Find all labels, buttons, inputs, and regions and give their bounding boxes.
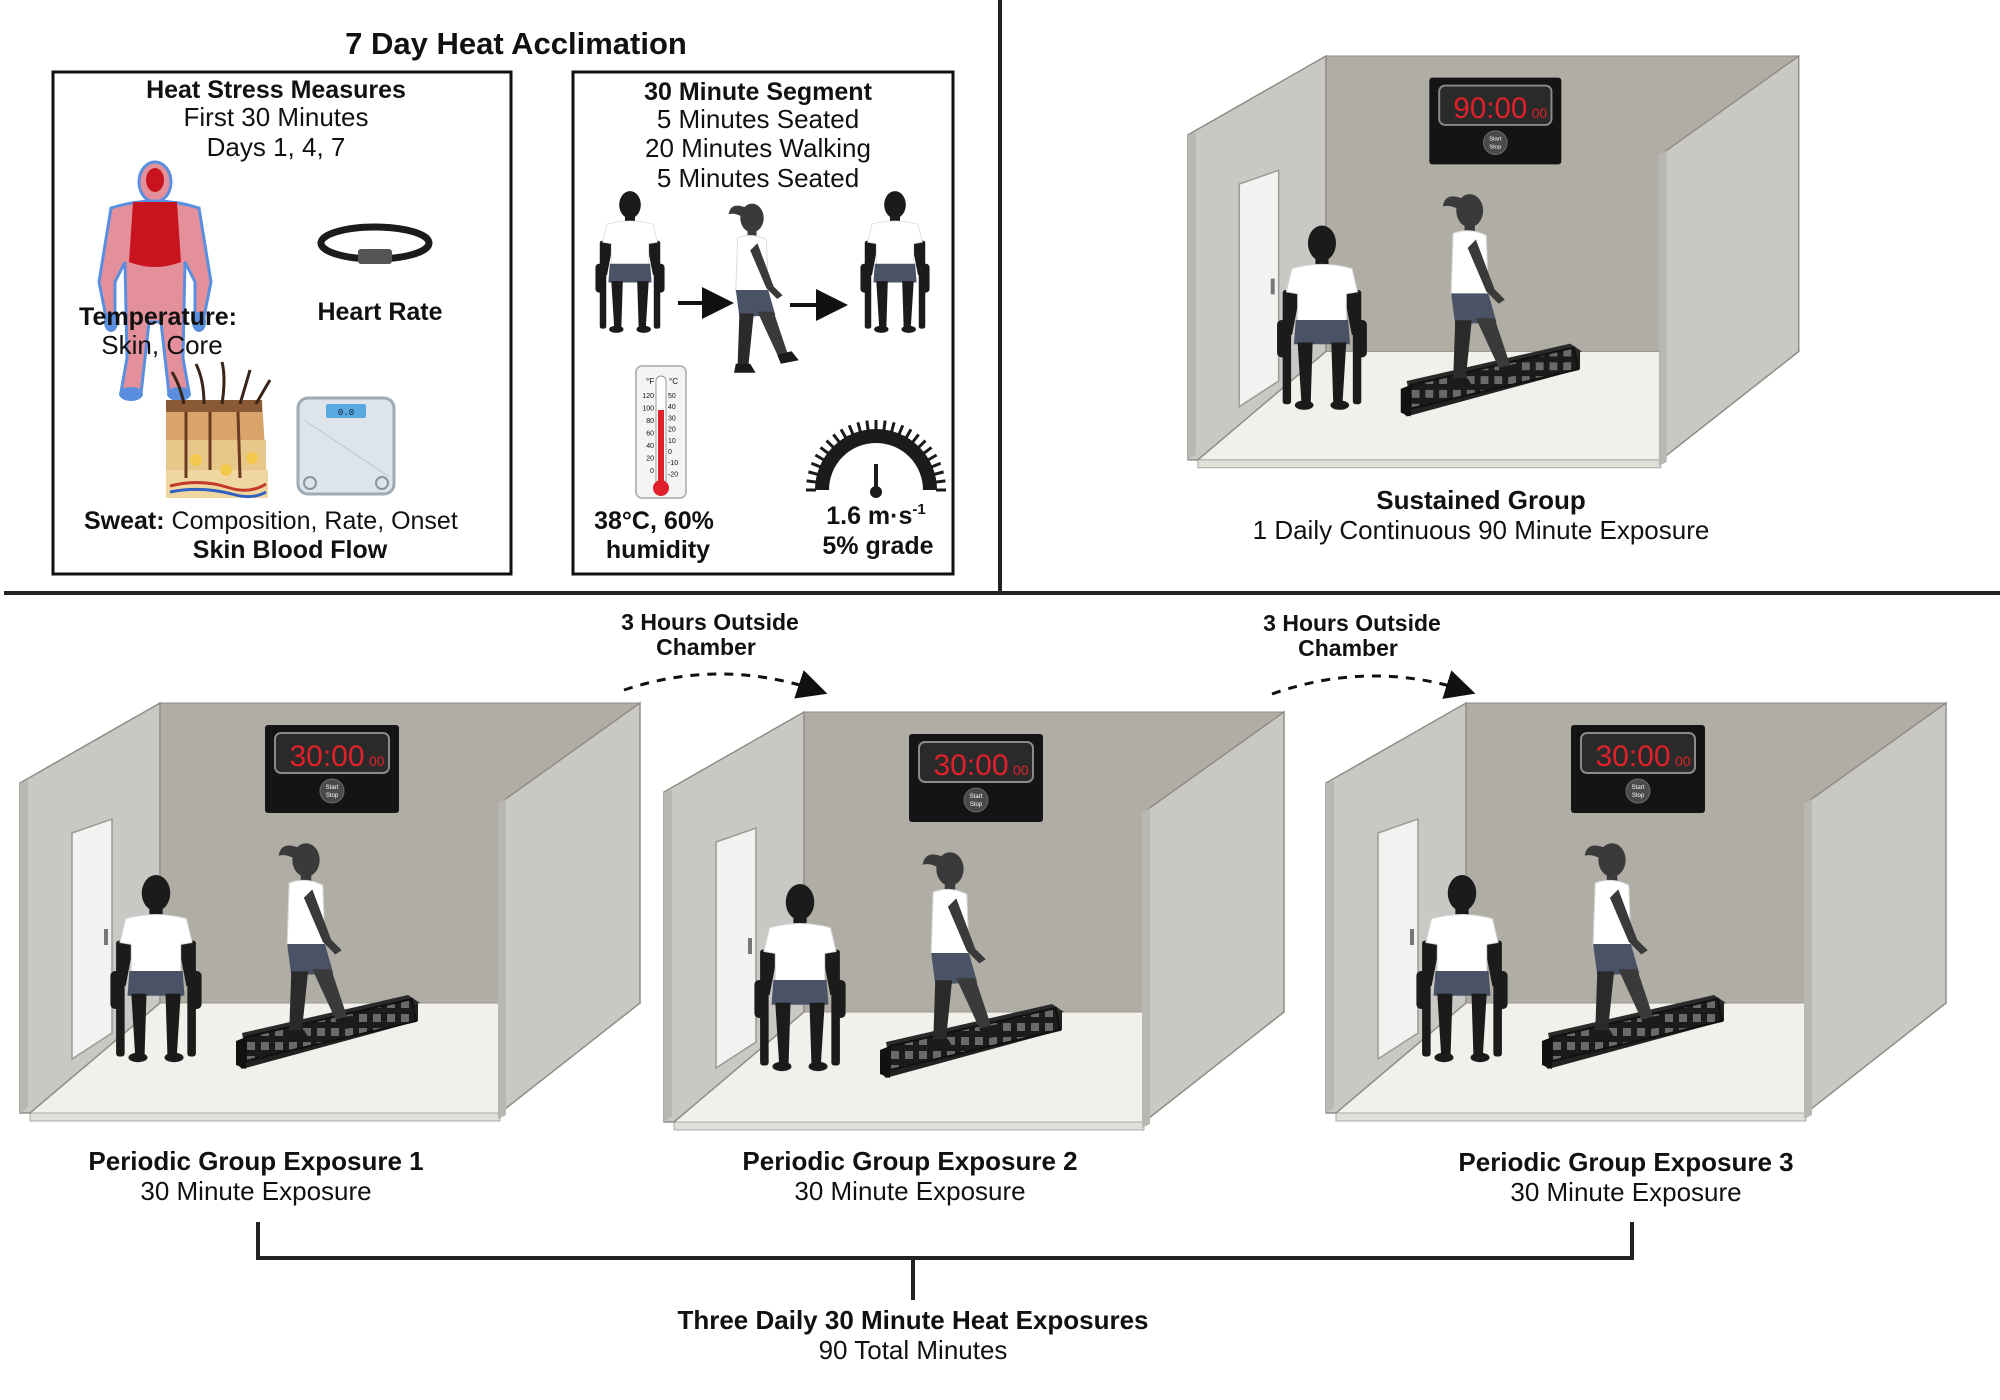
timer-button-line1: Start	[1632, 785, 1645, 791]
periodic-chamber-1-treadmill	[236, 995, 420, 1069]
seated-person-end	[860, 190, 930, 334]
timer-display-small: 00	[1675, 753, 1691, 769]
timer-button-line2: Stop	[1632, 793, 1645, 799]
summary-subtitle: 90 Total Minutes	[819, 1335, 1008, 1365]
thermo-unit-c: °C	[669, 377, 678, 386]
timer-display-small: 00	[369, 753, 385, 769]
thermo-c-tick: 40	[668, 404, 676, 411]
thermo-c-tick: 0	[668, 449, 672, 456]
segment-box	[571, 70, 955, 576]
seated-person-start	[595, 190, 665, 334]
timer-button-line1: Start	[326, 785, 339, 791]
sweat-line: Sweat: Composition, Rate, Onset	[84, 507, 458, 535]
conditions-line2: humidity	[606, 536, 710, 564]
thermo-c-tick: 10	[668, 438, 676, 445]
thermo-c-tick: -10	[668, 460, 678, 467]
periodic-2-title: Periodic Group Exposure 2	[742, 1146, 1077, 1176]
timer-button-line2: Stop	[326, 793, 339, 799]
thermo-f-tick: 120	[642, 393, 654, 400]
periodic-3-title: Periodic Group Exposure 3	[1458, 1147, 1793, 1177]
scale-display: 0.0	[338, 408, 354, 418]
incline-gauge-icon	[806, 420, 946, 498]
heart-rate-label: Heart Rate	[317, 298, 442, 326]
sweat-detail: Composition, Rate, Onset	[165, 507, 458, 535]
thermo-f-tick: 40	[646, 443, 654, 450]
sustained-subtitle: 1 Daily Continuous 90 Minute Exposure	[1253, 515, 1710, 545]
transition-2-line1: 3 Hours Outside	[1263, 610, 1441, 636]
sweat-label: Sweat:	[84, 507, 165, 535]
thermo-f-tick: 80	[646, 418, 654, 425]
periodic-3-subtitle: 30 Minute Exposure	[1510, 1177, 1741, 1207]
heat-stress-measures-box	[51, 70, 513, 576]
thermo-c-tick: 20	[668, 427, 676, 434]
transition-1-line1: 3 Hours Outside	[621, 609, 799, 635]
temperature-label: Temperature:	[79, 303, 237, 331]
transition-2-arrow	[1271, 670, 1476, 699]
sustained-title: Sustained Group	[1376, 485, 1585, 515]
segment-line2: 20 Minutes Walking	[645, 133, 871, 163]
walking-person-segment	[728, 203, 800, 374]
summary-title: Three Daily 30 Minute Heat Exposures	[677, 1305, 1148, 1335]
timer-button-line2: Stop	[970, 802, 983, 808]
thermo-f-tick: 0	[650, 468, 654, 475]
thermo-f-tick: 60	[646, 431, 654, 438]
segment-heading: 30 Minute Segment	[644, 78, 872, 106]
periodic-chamber-3-treadmill	[1542, 995, 1726, 1069]
timer-display: 30:00	[289, 740, 364, 773]
speed-exponent: -1	[912, 501, 925, 518]
skin-cross-section-icon	[166, 361, 272, 499]
periodic-chamber-2-treadmill	[880, 1004, 1064, 1078]
thermo-c-tick: -20	[668, 471, 678, 478]
thermo-f-tick: 100	[642, 406, 654, 413]
timer-button-line2: Stop	[1489, 145, 1502, 151]
timer-button-line1: Start	[970, 794, 983, 800]
timer-display: 90:00	[1453, 92, 1527, 125]
segment-line1: 5 Minutes Seated	[657, 104, 859, 134]
timer-display-small: 00	[1532, 106, 1548, 121]
thermo-c-tick: 50	[668, 393, 676, 400]
transition-1-arrow	[623, 670, 828, 699]
heart-rate-strap-icon	[317, 223, 433, 264]
timer-display: 30:00	[1595, 740, 1670, 773]
periodic-1-title: Periodic Group Exposure 1	[88, 1146, 423, 1176]
thermo-c-tick: 30	[668, 415, 676, 422]
main-title: 7 Day Heat Acclimation	[345, 26, 687, 61]
sustained-chamber-treadmill	[1400, 343, 1582, 417]
periodic-1-subtitle: 30 Minute Exposure	[140, 1176, 371, 1206]
thermo-unit-f: °F	[646, 377, 654, 386]
temperature-sub: Skin, Core	[101, 330, 222, 360]
transition-2-line2: Chamber	[1298, 635, 1398, 661]
thermo-f-tick: 20	[646, 456, 654, 463]
timer-display: 30:00	[933, 749, 1008, 782]
transition-1-line2: Chamber	[656, 634, 756, 660]
speed-value: 1.6 m·s	[826, 502, 912, 530]
periodic-2-subtitle: 30 Minute Exposure	[794, 1176, 1025, 1206]
measures-heading: Heat Stress Measures	[146, 76, 406, 104]
timer-button-line1: Start	[1489, 137, 1502, 143]
weight-scale-icon: 0.0	[296, 396, 396, 496]
conditions-line1: 38°C, 60%	[594, 507, 714, 535]
skin-blood-flow-label: Skin Blood Flow	[193, 536, 388, 564]
summary-bracket	[256, 1222, 1634, 1260]
segment-line3: 5 Minutes Seated	[657, 163, 859, 193]
measures-line2: Days 1, 4, 7	[207, 132, 346, 162]
grade-label: 5% grade	[822, 532, 933, 560]
timer-display-small: 00	[1013, 762, 1029, 778]
thermal-body-icon	[97, 160, 213, 401]
speed-line: 1.6 m·s-1	[826, 501, 926, 530]
measures-line1: First 30 Minutes	[184, 102, 369, 132]
